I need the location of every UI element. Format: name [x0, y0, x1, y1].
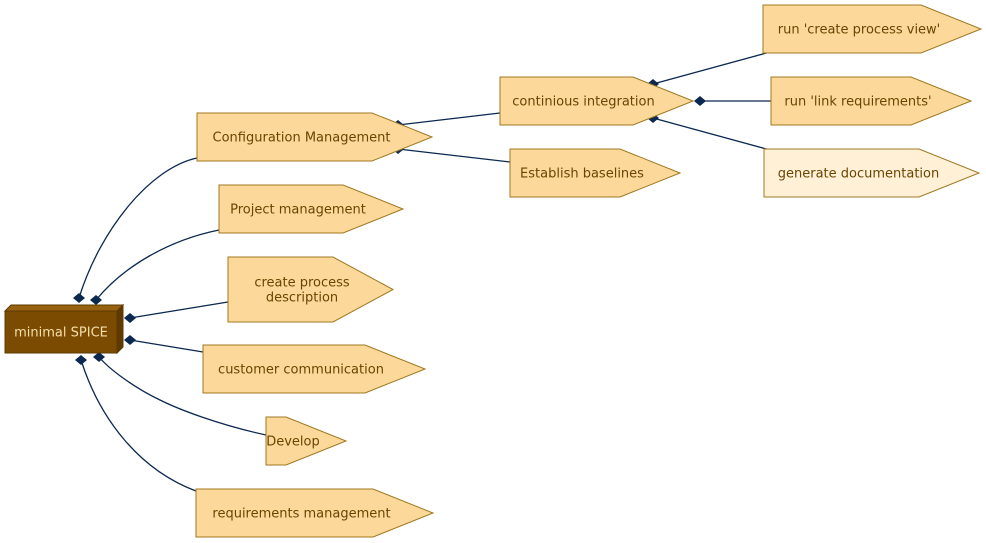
connector-diamond [124, 313, 136, 323]
connector-diamond [124, 335, 136, 345]
connector-line [80, 359, 197, 492]
node-establish-baselines[interactable]: Establish baselines [509, 148, 682, 198]
node-shape [770, 76, 973, 126]
connector-line [98, 356, 267, 436]
root-node-minimal-spice[interactable]: minimal SPICE [3, 303, 125, 355]
connector-line [95, 229, 220, 301]
root-box-side [116, 303, 124, 355]
node-develop[interactable]: Develop [265, 416, 348, 466]
node-shape [509, 148, 682, 198]
node-shape [762, 4, 983, 54]
connector-line [129, 339, 204, 353]
node-label: Project management [230, 203, 366, 218]
node-label: Establish baselines [520, 167, 644, 182]
node-label: continious integration [512, 95, 654, 110]
node-shape [202, 344, 427, 394]
node-label: customer communication [218, 363, 384, 378]
node-project-management[interactable]: Project management [218, 184, 405, 234]
node-label: Develop [266, 435, 320, 450]
node-shape [227, 256, 395, 323]
node-configuration-management[interactable]: Configuration Management [196, 112, 434, 162]
connector-line [397, 112, 501, 126]
connector-line [652, 51, 771, 85]
node-shape [218, 184, 405, 234]
connector-diamond [73, 293, 85, 303]
connector-diamond [75, 355, 87, 365]
root-label: minimal SPICE [14, 326, 108, 341]
node-label-line: create process [254, 276, 350, 291]
node-run-link-requirements[interactable]: run 'link requirements' [770, 76, 973, 126]
node-run-create-process-view[interactable]: run 'create process view' [762, 4, 983, 54]
node-requirements-management[interactable]: requirements management [195, 488, 435, 538]
node-customer-communication[interactable]: customer communication [202, 344, 427, 394]
connector-line [78, 157, 198, 299]
root-box-top [3, 304, 125, 312]
connector-line [129, 301, 229, 319]
node-label: run 'link requirements' [784, 95, 931, 110]
node-label: run 'create process view' [778, 23, 941, 38]
node-shape [196, 112, 434, 162]
root-box-front [4, 310, 118, 354]
node-continious-integration[interactable]: continious integration [499, 76, 695, 126]
nodes-layer: minimal SPICE Configuration Management con… [3, 4, 983, 538]
edges-layer [73, 51, 771, 492]
node-shape [499, 76, 695, 126]
node-shape [763, 148, 981, 198]
connector-diamond [694, 96, 706, 106]
node-generate-documentation[interactable]: generate documentation [763, 148, 981, 198]
node-label: requirements management [212, 507, 390, 522]
node-label: Configuration Management [213, 131, 391, 146]
connector-line [397, 148, 511, 163]
node-shape [265, 416, 348, 466]
connector-diamond [93, 352, 105, 362]
node-label-line: description [266, 291, 338, 306]
connector-diamond [90, 295, 102, 305]
node-shape [195, 488, 435, 538]
node-label: generate documentation [778, 167, 939, 182]
connector-line [652, 117, 771, 151]
